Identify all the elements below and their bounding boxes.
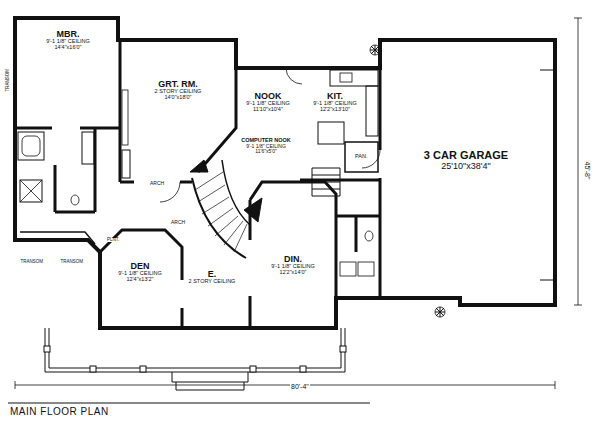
- bathtub-inner: [22, 136, 40, 156]
- stair-newel: [190, 160, 208, 172]
- room-label: E.2 STORY CEILING: [189, 270, 236, 285]
- porch-steps: [172, 372, 248, 390]
- laundry: [358, 262, 374, 276]
- plan-note: ARCH: [149, 181, 165, 186]
- room-label: DIN.9'-1 1/8" CEILING12'2"x14'0": [271, 255, 315, 276]
- caption-rule: [8, 403, 370, 404]
- tree-symbol: [370, 45, 380, 55]
- plan-note: PAN.: [354, 154, 368, 160]
- room-label: DEN9'-1 1/8" CEILING12'4"x13'2": [118, 262, 162, 283]
- garage-door-line: [460, 70, 555, 305]
- room-detail: 14'0"x18'0": [155, 95, 202, 101]
- room-name: GRT. RM.: [155, 80, 202, 89]
- kitchen-counter: [366, 86, 378, 136]
- room-label: 3 CAR GARAGE25'10"x38'4": [424, 150, 508, 171]
- room-detail: 11'6"x5'0": [241, 149, 291, 154]
- tree-symbol: [435, 307, 445, 317]
- room-label: NOOK9'-1 1/8" CEILING11'10"x10'4": [246, 92, 290, 113]
- dimension-label: 45'-8": [584, 160, 591, 180]
- shower: [20, 180, 42, 202]
- plan-note: PLNT.: [106, 238, 120, 243]
- back-stair: [312, 168, 340, 196]
- tree-symbol: [370, 45, 380, 55]
- room-detail: 12'2"x13'10": [313, 107, 357, 113]
- dimension-line: [15, 381, 555, 389]
- porch-outline: [45, 328, 345, 372]
- plan-note: TRANSOM: [20, 260, 45, 265]
- porch-posts: [44, 346, 346, 372]
- plan-note: ARCH: [170, 220, 186, 225]
- room-detail: 2 STORY CEILING: [189, 279, 236, 285]
- room-name: E.: [189, 270, 236, 279]
- room-detail: 11'10"x10'4": [246, 107, 290, 113]
- room-detail: 14'4"x16'0": [46, 45, 90, 51]
- room-detail: 25'10"x38'4": [424, 162, 508, 171]
- stair-newel: [244, 198, 262, 222]
- laundry: [340, 262, 356, 276]
- shower-cross: [20, 180, 42, 202]
- room-name: MBR.: [46, 30, 90, 39]
- room-label: GRT. RM.2 STORY CEILING14'0"x18'0": [155, 80, 202, 101]
- plan-note: TRANSOM: [6, 68, 11, 93]
- sink: [340, 73, 352, 82]
- closet-shelf: [122, 90, 128, 145]
- room-name: 3 CAR GARAGE: [424, 150, 508, 162]
- room-detail: 12'4"x13'2": [118, 277, 162, 283]
- stair-inner: [222, 160, 250, 225]
- room-name: KIT.: [313, 92, 357, 101]
- stair-treads: [195, 172, 247, 252]
- plan-caption: MAIN FLOOR PLAN: [10, 406, 109, 417]
- plan-note: TRANSOM: [60, 260, 85, 265]
- room-label: MBR.9'-1 1/8" CEILING14'4"x16'0": [46, 30, 90, 51]
- pantry: [345, 142, 378, 172]
- room-label: COMPUTER NOOK9'-1 1/8" CEILING11'6"x5'0": [241, 138, 291, 154]
- exterior-wall: [15, 18, 555, 328]
- tree-symbol: [435, 307, 445, 317]
- dimension-line: [574, 18, 582, 305]
- room-name: DEN: [118, 262, 162, 271]
- fireplace: [122, 150, 130, 178]
- room-name: NOOK: [246, 92, 290, 101]
- bath-wall: [20, 232, 95, 244]
- bathtub: [18, 132, 44, 160]
- kitchen-counter: [330, 70, 378, 86]
- room-detail: 12'2"x14'0": [271, 270, 315, 276]
- toilet: [71, 195, 79, 205]
- interior-wall: [15, 40, 380, 298]
- kitchen-island: [318, 122, 344, 144]
- den-wall: [100, 230, 182, 328]
- room-label: KIT.9'-1 1/8" CEILING12'2"x13'10": [313, 92, 357, 113]
- dimension-label: 80'-4": [290, 383, 310, 390]
- vanity: [82, 132, 94, 164]
- room-name: DIN.: [271, 255, 315, 264]
- dining-wall: [250, 182, 336, 328]
- toilet: [365, 231, 373, 241]
